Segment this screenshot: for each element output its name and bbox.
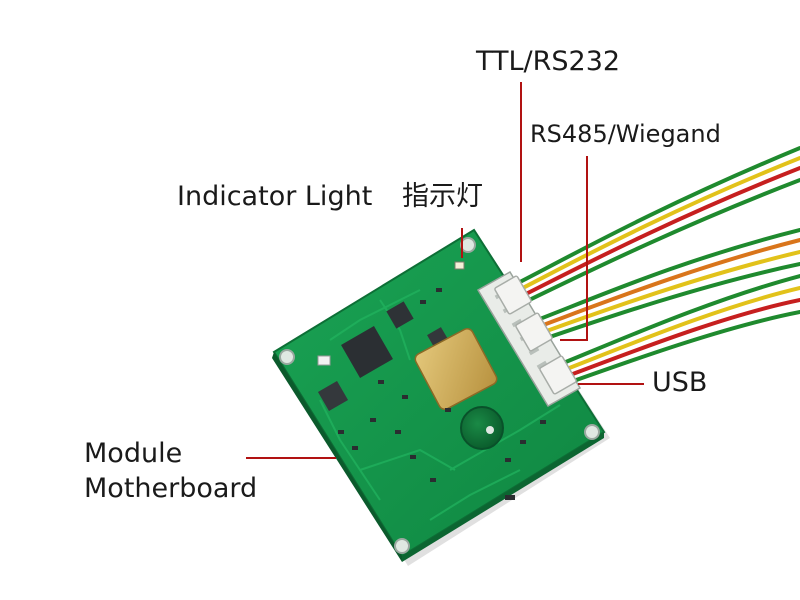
led-indicator [454,261,465,270]
label-indicator-light-cn: 指示灯 [402,181,483,212]
leader-lines [246,82,644,459]
buzzer-hole [486,426,494,434]
wires-ttl-rs232 [510,146,800,306]
component-white [317,355,331,366]
label-module-line1: Module [84,438,183,469]
mounting-hole-top [460,237,476,253]
smd-components [338,288,546,500]
label-module-line2: Motherboard [84,472,258,504]
mounting-hole-left [279,349,295,365]
label-rs485-wiegand: RS485/Wiegand [530,120,721,148]
main-chip [341,326,393,378]
pcb-edge [272,352,402,562]
jst-connector-usb [539,355,577,395]
wires-rs485-wiegand [530,228,800,342]
mounting-hole-bottom [394,538,410,554]
copper-pad [414,327,498,411]
chip-small-2 [317,380,349,412]
label-indicator-light: Indicator Light [177,181,373,212]
jst-connector-ttl [494,275,532,315]
label-usb: USB [652,367,708,398]
jst-connector-rs485 [515,312,553,352]
label-ttl-rs232: TTL/RS232 [476,46,621,77]
wires-usb [554,274,800,386]
chip-small-1 [386,301,414,329]
jst-connectors [494,275,577,395]
label-module-motherboard: Module Motherboard [84,437,257,506]
leader-rs485-wiegand [560,156,588,341]
mounting-hole-right [584,424,600,440]
buzzer [460,406,504,450]
pcb-edge-right [402,432,604,562]
